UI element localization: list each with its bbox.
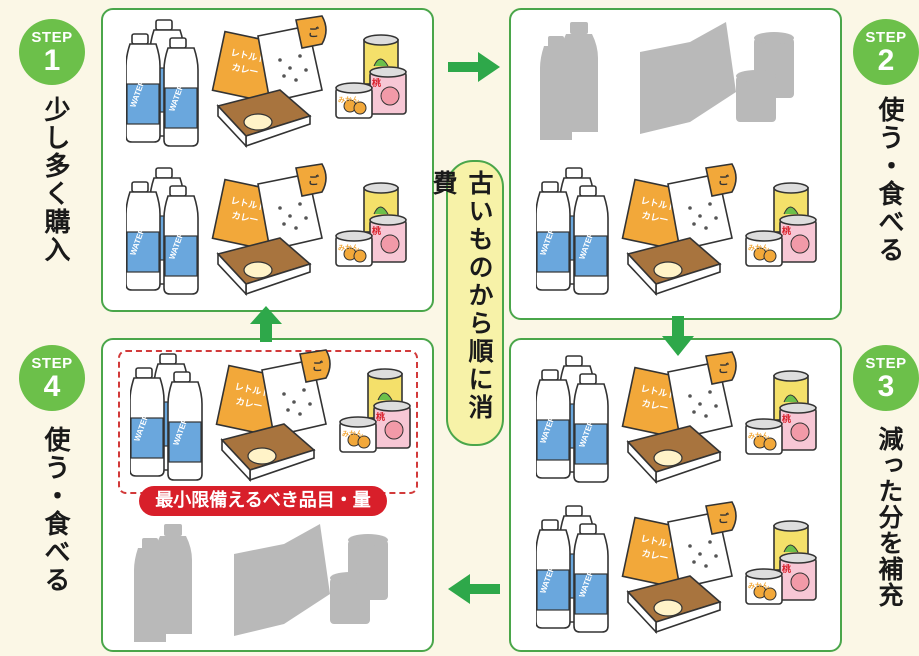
arrow-icon xyxy=(662,316,694,356)
step-1-badge: STEP 1 xyxy=(19,19,85,85)
stock-items xyxy=(536,501,817,633)
stock-items xyxy=(536,163,817,295)
arrow-icon xyxy=(448,52,500,82)
stock-items xyxy=(126,15,407,147)
step-4-badge: STEP 4 xyxy=(19,345,85,411)
center-label-pill: 古いものから順に消費 xyxy=(429,160,504,446)
step-1-text: 少し多く購入 xyxy=(40,96,70,264)
step-label: STEP xyxy=(865,29,907,46)
stock-items xyxy=(126,163,407,295)
stock-items xyxy=(536,351,817,483)
step-number: 1 xyxy=(43,44,61,77)
ghost-items xyxy=(540,22,794,140)
stock-items xyxy=(130,349,411,481)
step-4-text: 使う・食べる xyxy=(40,426,70,594)
step-number: 3 xyxy=(877,370,895,403)
step-number: 2 xyxy=(877,44,895,77)
ghost-items xyxy=(134,524,388,642)
arrow-icon xyxy=(250,306,282,342)
step-label: STEP xyxy=(31,29,73,46)
step-3-text: 減った分を補充 xyxy=(875,426,904,608)
step-2-text: 使う・食べる xyxy=(874,96,904,264)
minimum-stock-label: 最小限備えるべき品目・量 xyxy=(139,486,387,516)
step-label: STEP xyxy=(31,355,73,372)
arrow-icon xyxy=(448,574,500,604)
step-label: STEP xyxy=(865,355,907,372)
center-label: 古いものから順に消費 xyxy=(429,170,494,422)
step-number: 4 xyxy=(43,370,61,403)
step-2-badge: STEP 2 xyxy=(853,19,919,85)
step-3-badge: STEP 3 xyxy=(853,345,919,411)
